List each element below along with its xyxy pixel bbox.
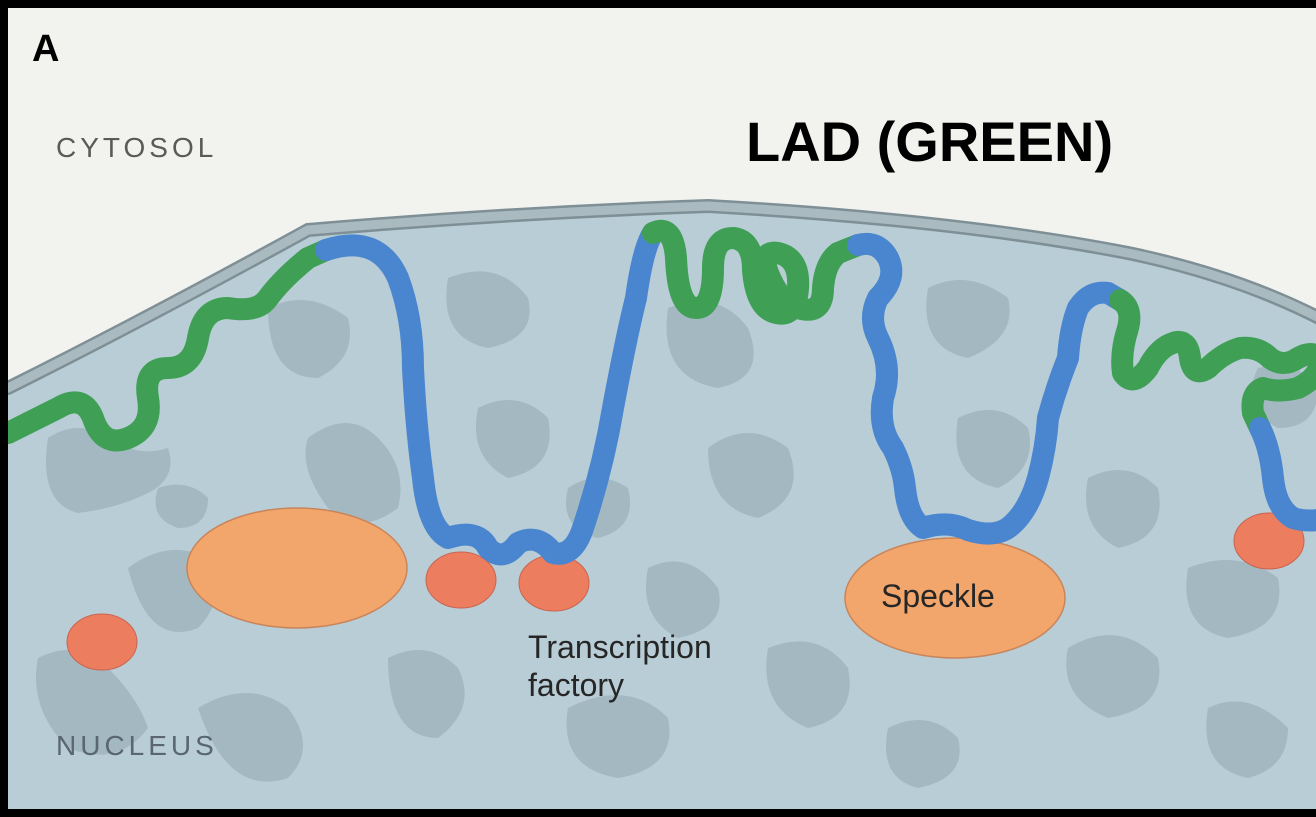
nucleus-label: NUCLEUS bbox=[56, 732, 218, 760]
transcription-factory-label-line1: Transcription bbox=[528, 628, 712, 666]
transcription-factory-label-line2: factory bbox=[528, 666, 712, 704]
transcription-factory-left bbox=[67, 614, 137, 670]
transcription-factory-label: Transcription factory bbox=[528, 628, 712, 705]
speckle-large-left bbox=[187, 508, 407, 628]
lad-title: LAD (GREEN) bbox=[746, 114, 1113, 170]
transcription-factory-1 bbox=[426, 552, 496, 608]
speckle-label: Speckle bbox=[881, 580, 995, 612]
panel-letter: A bbox=[32, 30, 59, 68]
cytosol-label: CYTOSOL bbox=[56, 134, 217, 162]
